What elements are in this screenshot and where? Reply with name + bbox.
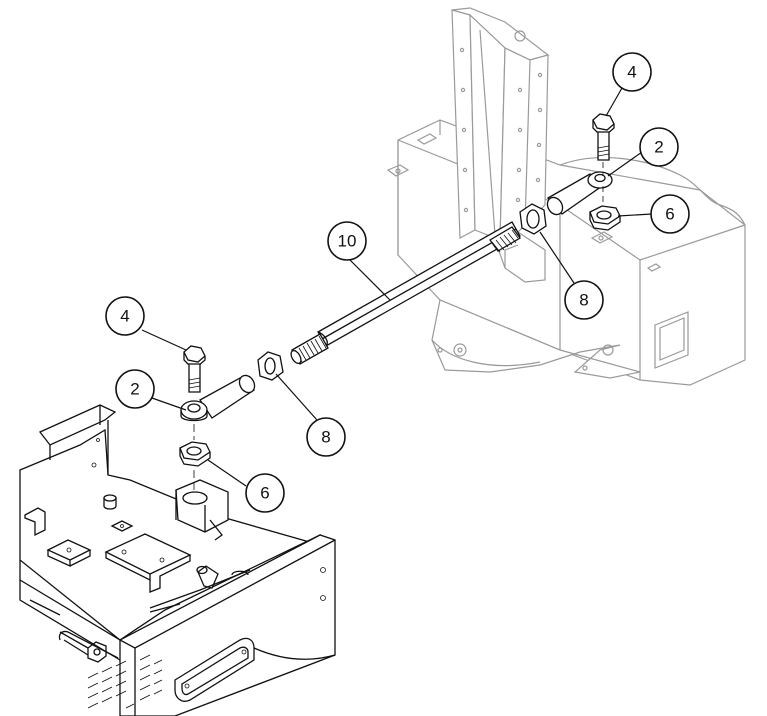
callout-10: 10 — [327, 221, 367, 261]
upper-frame-assembly — [386, 7, 746, 386]
svg-text:4: 4 — [120, 307, 129, 326]
callout-6-lower: 6 — [245, 473, 285, 513]
svg-text:6: 6 — [260, 484, 269, 503]
svg-text:8: 8 — [579, 291, 588, 310]
svg-text:10: 10 — [338, 232, 357, 251]
callout-2-lower: 2 — [115, 369, 155, 409]
callout-8-upper: 8 — [564, 280, 604, 320]
left-jam-nut — [257, 351, 284, 381]
left-lock-nut — [179, 424, 211, 490]
right-jam-nut — [519, 203, 547, 235]
svg-text:8: 8 — [321, 428, 330, 447]
svg-text:2: 2 — [130, 380, 139, 399]
left-rod-end — [180, 374, 256, 422]
callout-6-upper: 6 — [650, 194, 690, 234]
svg-text:6: 6 — [665, 205, 674, 224]
callout-4-upper: 4 — [612, 52, 652, 92]
right-lock-nut — [589, 186, 621, 231]
callout-8-lower: 8 — [306, 417, 346, 457]
right-bolt — [592, 113, 615, 176]
right-rod-end — [546, 171, 613, 216]
svg-text:2: 2 — [654, 138, 663, 157]
callout-2-upper: 2 — [639, 127, 679, 167]
svg-text:4: 4 — [627, 63, 636, 82]
callout-4-lower: 4 — [105, 296, 145, 336]
vent-slots — [87, 654, 163, 709]
tie-rod — [290, 221, 521, 365]
lower-frame-assembly — [19, 404, 336, 716]
left-bolt — [183, 345, 206, 393]
leader-lines — [141, 87, 653, 487]
